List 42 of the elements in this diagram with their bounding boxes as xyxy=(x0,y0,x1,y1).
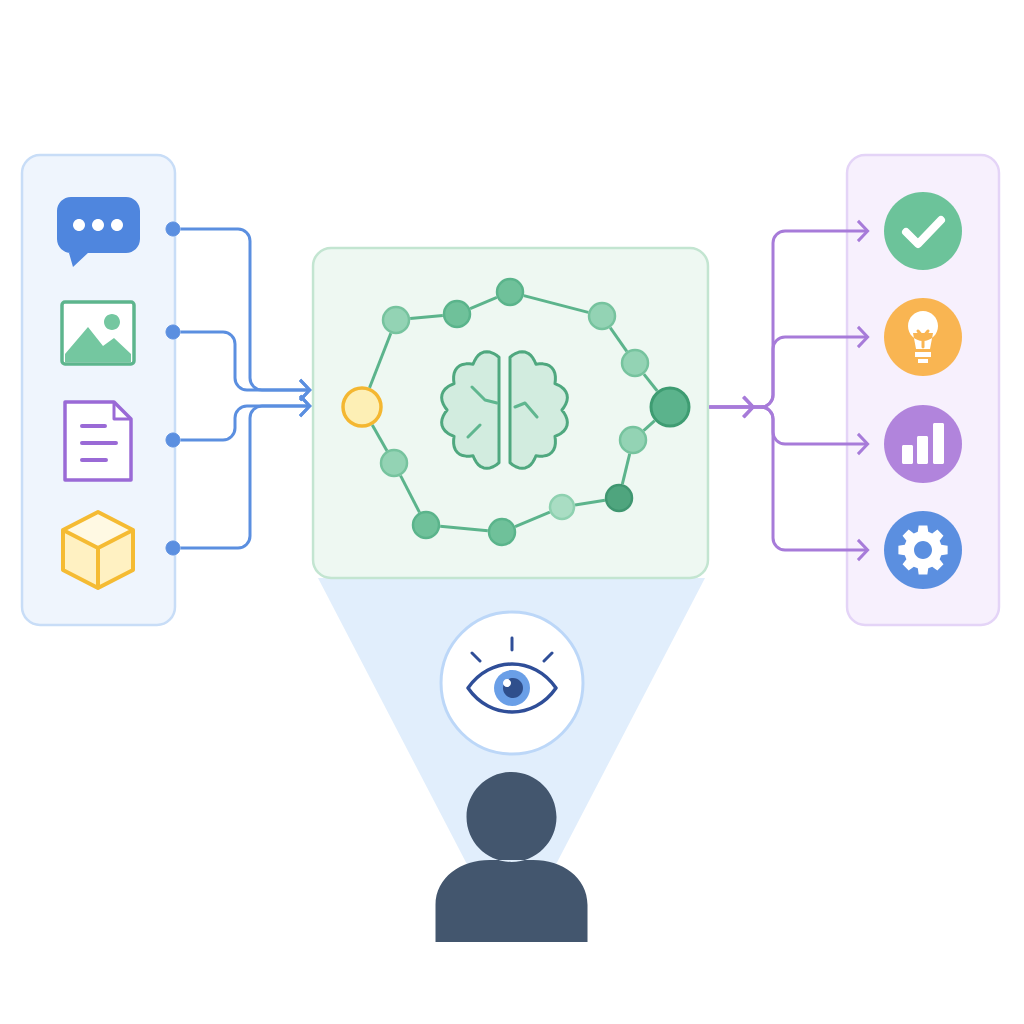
gear-icon xyxy=(884,511,962,589)
network-link xyxy=(608,326,629,353)
network-link xyxy=(410,313,443,321)
lightbulb-icon xyxy=(884,298,962,376)
cube-icon xyxy=(61,510,135,590)
network-link xyxy=(514,510,551,528)
network-link xyxy=(440,524,488,533)
network-link xyxy=(469,296,498,310)
chat-bubble-icon xyxy=(57,197,140,267)
network-dot xyxy=(587,301,617,331)
network-dot xyxy=(620,348,650,378)
check-icon xyxy=(884,192,962,270)
bar-chart-icon xyxy=(884,405,962,483)
image-icon xyxy=(60,300,136,366)
network-dot xyxy=(381,305,411,335)
network-link xyxy=(642,373,659,392)
network-link xyxy=(523,294,589,314)
network-dot xyxy=(618,425,648,455)
arrow xyxy=(180,394,312,550)
network-link xyxy=(371,424,389,452)
network-dot xyxy=(548,493,576,521)
connector-dot xyxy=(165,432,181,448)
network-link xyxy=(399,474,421,514)
person-silhouette xyxy=(435,772,588,942)
network-dot xyxy=(649,386,691,428)
arrow xyxy=(180,330,312,402)
brain-icon xyxy=(440,350,569,470)
network-dot xyxy=(411,510,441,540)
network-link xyxy=(642,419,656,432)
network-link xyxy=(368,332,393,389)
network-link xyxy=(574,498,606,507)
network-dot xyxy=(487,517,517,547)
network-dot xyxy=(379,448,409,478)
connector-dot xyxy=(165,540,181,556)
arrow xyxy=(709,395,870,562)
network-link xyxy=(620,453,632,485)
network-dot xyxy=(442,299,472,329)
network-dot xyxy=(604,483,634,513)
document-icon xyxy=(63,400,133,482)
connector-dot xyxy=(165,324,181,340)
network-dot xyxy=(495,277,525,307)
connector-dot xyxy=(165,221,181,237)
